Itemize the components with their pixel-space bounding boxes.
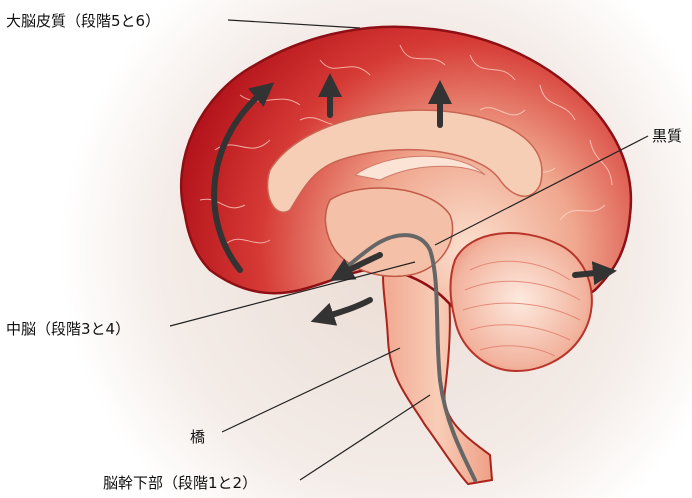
- label-cerebral-cortex: 大脳皮質（段階5と6）: [6, 12, 160, 30]
- cerebellum: [450, 233, 591, 371]
- arrow-right-cerebellum: [575, 272, 605, 275]
- label-lower-brainstem: 脳幹下部（段階1と2）: [103, 474, 257, 492]
- label-midbrain: 中脳（段階3と4）: [6, 320, 130, 338]
- label-substantia-nigra: 黒質: [652, 127, 682, 145]
- label-pons: 橋: [190, 428, 205, 446]
